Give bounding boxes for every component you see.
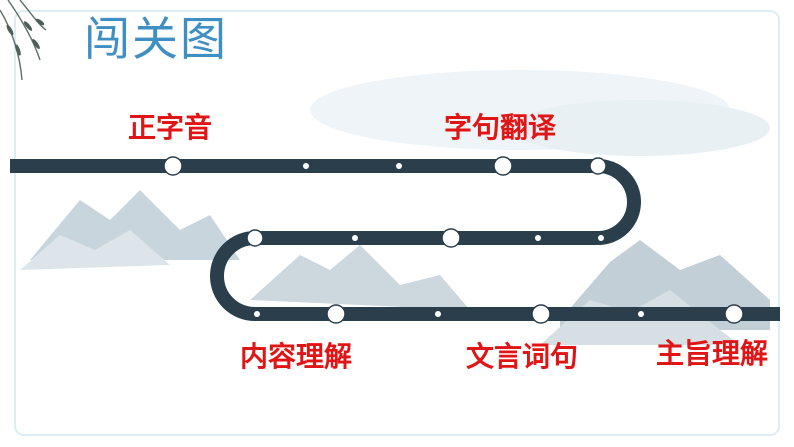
stage-label-1: 正字音: [128, 111, 213, 144]
cloud: [510, 100, 770, 156]
stage-marker-8: [724, 304, 744, 324]
stage-label-2: 字句翻译: [444, 111, 557, 144]
stage-label-3: 内容理解: [240, 340, 353, 373]
mountain-left-far: [20, 230, 170, 270]
willow-branch: [0, 0, 47, 81]
track-dots: [254, 163, 644, 317]
stage-marker-4: [441, 228, 461, 248]
stage-marker-3: [589, 157, 607, 175]
track-dot: [435, 311, 441, 317]
stage-label-5: 主旨理解: [656, 337, 769, 370]
mountain-center: [250, 245, 470, 310]
stage-marker-2: [493, 156, 513, 176]
track-dot: [598, 235, 604, 241]
stage-marker-6: [326, 304, 346, 324]
slide-frame: [14, 10, 780, 436]
track-dot: [352, 235, 358, 241]
track-dot: [396, 163, 402, 169]
page-title: 闯关图: [84, 12, 228, 66]
stage-marker-7: [531, 304, 551, 324]
track-curve-left: [210, 231, 256, 321]
stage-markers: [163, 156, 744, 324]
stage-label-4: 文言词句: [466, 340, 579, 373]
track-curve-right: [597, 159, 641, 245]
track-dot: [254, 311, 260, 317]
willow-leaves: [6, 18, 45, 56]
stage-marker-1: [163, 156, 183, 176]
track-dot: [638, 311, 644, 317]
track-dot: [303, 163, 309, 169]
stage-marker-5: [246, 229, 264, 247]
track-dot: [535, 235, 541, 241]
mountain-left: [30, 190, 240, 260]
